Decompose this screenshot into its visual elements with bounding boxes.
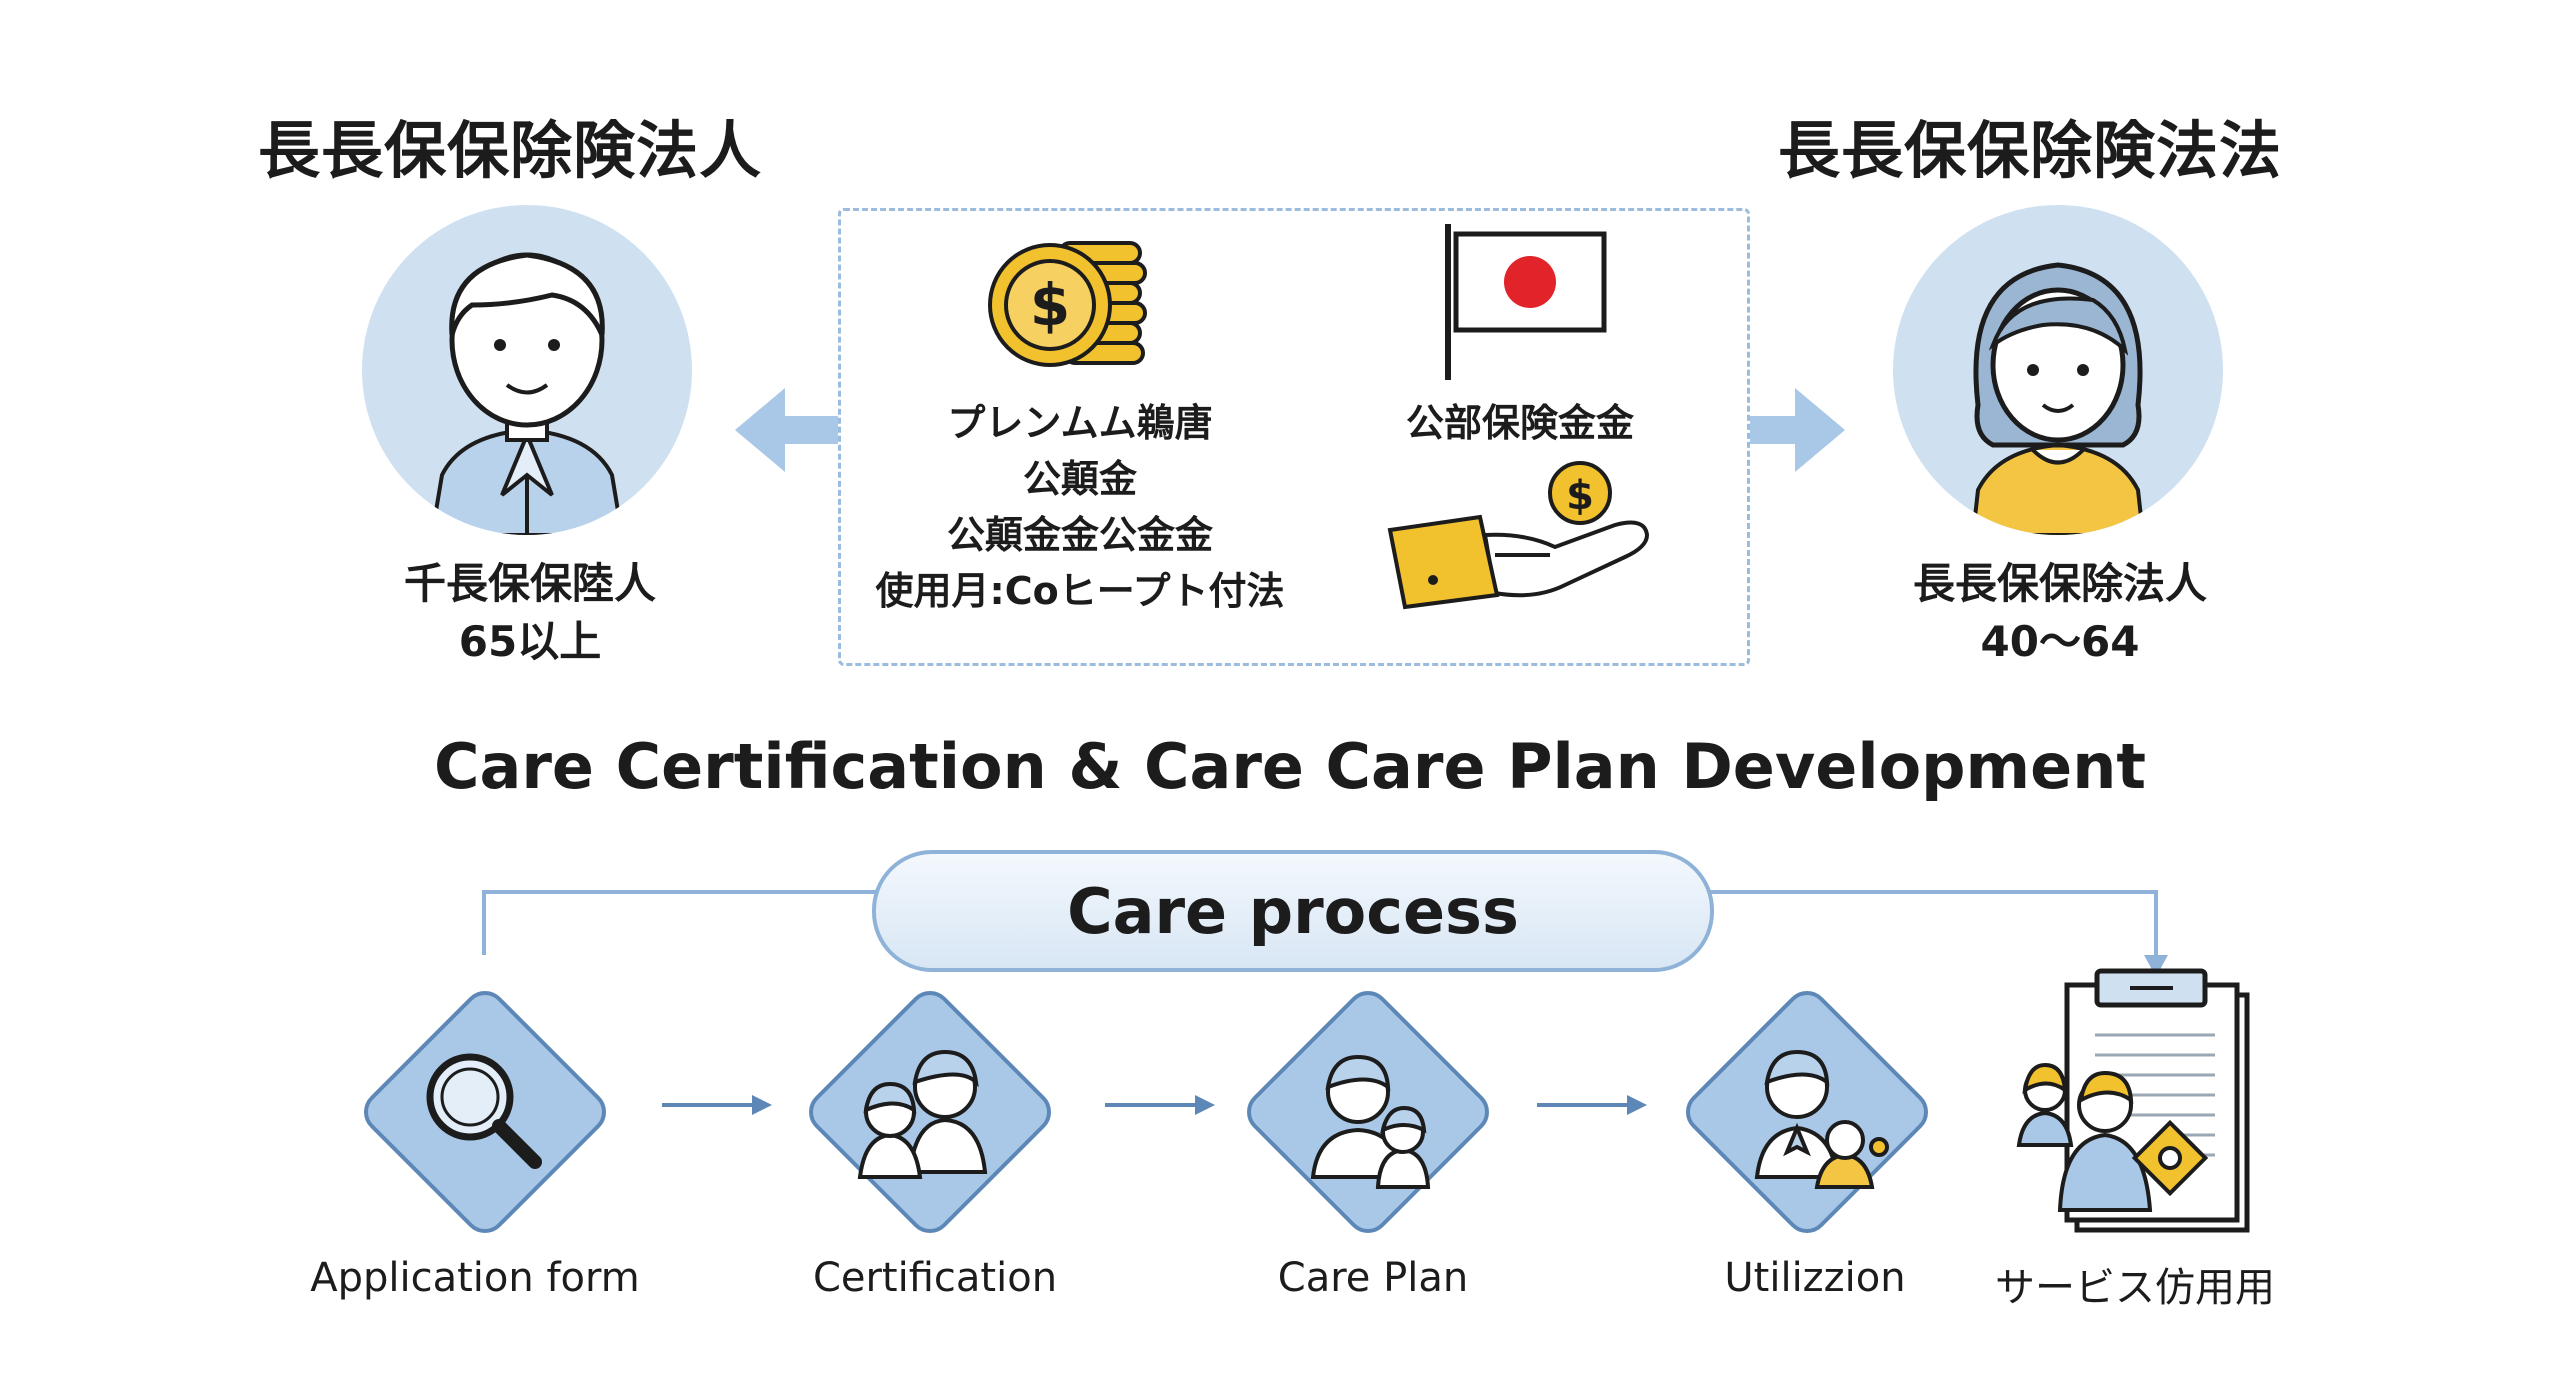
step-certification-diamond <box>790 972 1070 1252</box>
step-arrow-icon <box>1537 1095 1647 1115</box>
adult-woman-icon <box>1893 205 2223 535</box>
doctor-patient-icon <box>1754 1049 1889 1189</box>
arrow-left-icon <box>735 388 840 472</box>
step-label-careplan: Care Plan <box>1277 1255 1469 1301</box>
left-title: 長長保保除険法人 <box>258 114 763 187</box>
step-label-certification: Certification <box>812 1255 1058 1301</box>
care-process-label: Care process <box>1067 874 1519 948</box>
hand-coin-icon: $ <box>1387 461 1650 610</box>
clipboard-icon <box>2016 968 2250 1233</box>
right-caption-line1: 長長保保除法人 <box>1912 559 2207 608</box>
step-label-service: サービス仿用用 <box>1995 1265 2275 1311</box>
step-arrow-icon <box>1105 1095 1215 1115</box>
step-careplan-diamond <box>1228 972 1508 1252</box>
step-utilization-diamond <box>1667 972 1947 1252</box>
caregiver-icon <box>1310 1054 1431 1189</box>
step-label-utilization: Utilizzion <box>1724 1255 1906 1301</box>
premium-line-4: 使用月:Coヒープト付法 <box>875 569 1285 613</box>
right-caption: 長長保保除法人 40～64 <box>1850 555 2270 671</box>
step-application-diamond <box>345 972 625 1252</box>
right-caption-line2: 40～64 <box>1980 617 2140 666</box>
premium-line-3: 公顛金金公金金 <box>946 513 1213 557</box>
svg-text:$: $ <box>1566 473 1594 519</box>
left-caption-line1: 千長保保陸人 <box>403 559 656 608</box>
right-title: 長長保保除険法法 <box>1778 114 2283 187</box>
premium-text-block: プレンムム鵜唐 公顛金 公顛金金公金金 使用月:Coヒープト付法 <box>850 395 1310 619</box>
section-title: Care Certification & Care Care Plan Deve… <box>434 730 2146 803</box>
step-label-application: Application form <box>310 1255 640 1301</box>
left-caption: 千長保保陸人 65以上 <box>320 555 740 671</box>
magnifier-icon <box>426 1053 542 1169</box>
family-icon <box>857 1049 988 1179</box>
arrow-right-icon <box>1740 388 1845 472</box>
premium-line-2: 公顛金 <box>1022 457 1137 501</box>
coin-stack-icon: $ <box>988 241 1147 367</box>
premium-line-1: プレンムム鵜唐 <box>947 401 1213 445</box>
left-caption-line2: 65以上 <box>458 617 602 666</box>
svg-text:$: $ <box>1030 271 1070 339</box>
care-process-pill: Care process <box>872 850 1714 972</box>
japan-flag-icon <box>1445 224 1607 380</box>
elderly-person-icon <box>362 205 692 535</box>
public-fund-label: 公部保険金金 <box>1405 401 1634 445</box>
step-arrow-icon <box>662 1095 772 1115</box>
